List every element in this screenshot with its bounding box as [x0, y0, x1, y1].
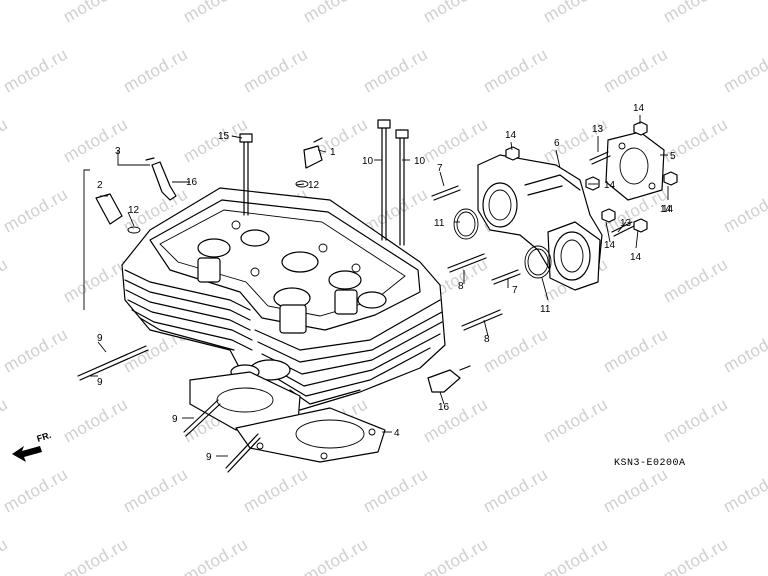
- callout-16-a: 16: [186, 177, 198, 188]
- head-gasket: [189, 371, 386, 463]
- callout-9-a: 9: [97, 333, 103, 344]
- callout-16-b: 16: [438, 402, 450, 413]
- callout-11-b: 11: [540, 304, 551, 315]
- callout-7-a: 7: [437, 163, 443, 174]
- studs: [431, 151, 635, 331]
- callout-14-d: 14: [604, 240, 616, 251]
- callout-4: 4: [394, 428, 400, 439]
- callout-5: 5: [670, 151, 676, 162]
- callout-6: 6: [554, 138, 560, 149]
- callout-14-c: 14: [604, 180, 616, 191]
- cylinder-studs: [77, 345, 261, 473]
- callout-8-a: 8: [458, 281, 464, 292]
- spark-plugs: [145, 157, 471, 393]
- fittings: [95, 137, 323, 234]
- front-arrow-icon: FR.: [12, 430, 52, 462]
- head-bolts: [239, 119, 409, 246]
- callout-10-b: 10: [414, 156, 426, 167]
- callout-13-b: 13: [620, 218, 632, 229]
- callout-14-b: 14: [633, 103, 645, 114]
- cylinder-head: [121, 187, 446, 411]
- callout-14-a: 14: [505, 130, 517, 141]
- callout-12-b: 12: [128, 205, 140, 216]
- nuts: [505, 121, 678, 233]
- callout-14-g: 14: [662, 204, 674, 215]
- callouts: 15 1 3 10 10 12 16 2 12 14 6 13 14 5 14 …: [97, 103, 676, 463]
- callout-10-a: 10: [362, 156, 374, 167]
- front-indicator-label: FR.: [36, 430, 53, 444]
- callout-9-d: 9: [206, 452, 212, 463]
- callout-13-a: 13: [592, 124, 604, 135]
- callout-14-e: 14: [660, 204, 672, 215]
- callout-3: 3: [115, 146, 121, 157]
- o-rings: [453, 208, 552, 279]
- callout-7-b: 7: [512, 285, 518, 296]
- diagram-code: KSN3-E0200A: [614, 458, 686, 469]
- callout-9-c: 9: [172, 414, 178, 425]
- callout-8-b: 8: [484, 334, 490, 345]
- leader-lines: [83, 115, 669, 457]
- callout-11-a: 11: [434, 218, 445, 229]
- callout-12-a: 12: [308, 180, 320, 191]
- intake-manifold: [477, 154, 603, 291]
- callout-2: 2: [97, 180, 103, 191]
- callout-1: 1: [330, 147, 336, 158]
- callout-9-b: 9: [97, 377, 103, 388]
- callout-14-f: 14: [630, 252, 642, 263]
- callout-15: 15: [218, 131, 230, 142]
